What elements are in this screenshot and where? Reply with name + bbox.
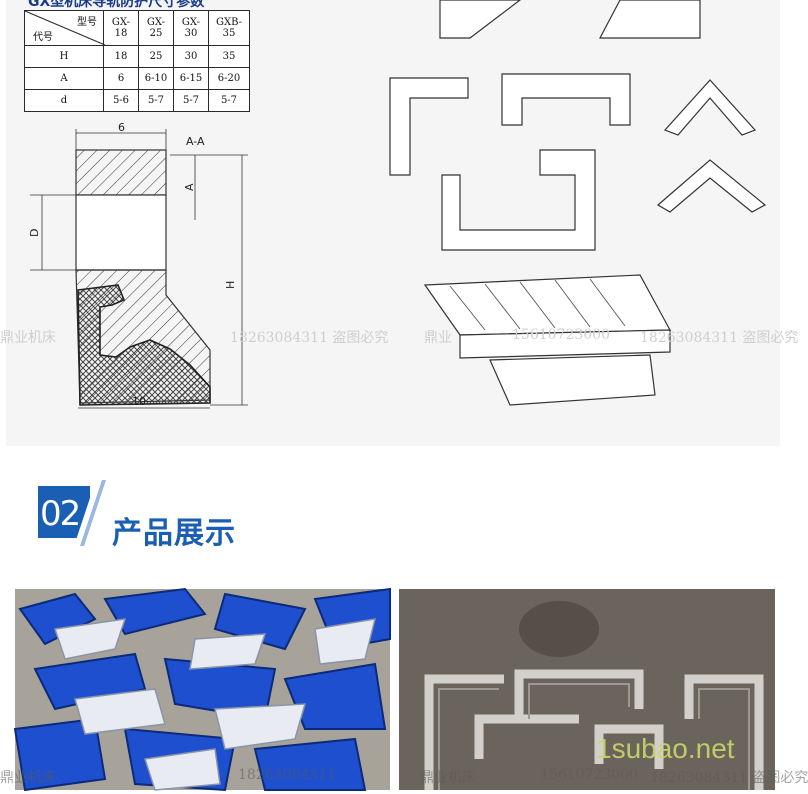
table-cell: 35 bbox=[208, 45, 250, 68]
rubber-wiper bbox=[77, 284, 211, 406]
dim-h-label: H bbox=[224, 281, 237, 289]
table-cell: 5-7 bbox=[138, 89, 174, 112]
table-cell: 18 bbox=[103, 45, 139, 68]
wiper-shape bbox=[663, 79, 757, 136]
table-row: A 6 6-10 6-15 6-20 bbox=[24, 67, 250, 90]
table-cell: 5-7 bbox=[208, 89, 250, 112]
middle-block bbox=[75, 194, 167, 271]
section-number: 02 bbox=[40, 494, 81, 534]
wiper-shape bbox=[439, 0, 521, 39]
dimension-table: 型号 代号 GX-18 GX-25 GX-30 GXB-35 H 18 25 3… bbox=[24, 10, 250, 112]
header-code-label: 代号 bbox=[33, 32, 53, 43]
table-cell: 25 bbox=[138, 45, 174, 68]
row-code: H bbox=[24, 45, 104, 68]
cross-section-drawing: 6 A-A H A D 10 bbox=[28, 121, 248, 409]
table-cell: 6-10 bbox=[138, 67, 174, 90]
wiper-shapes-drawing bbox=[389, 0, 767, 406]
wiper-shape bbox=[501, 73, 631, 126]
table-cell: 6-20 bbox=[208, 67, 250, 90]
table-cell: 6 bbox=[103, 67, 139, 90]
section-label: A-A bbox=[186, 135, 205, 148]
table-cell: 6-15 bbox=[173, 67, 209, 90]
machine-table-front bbox=[459, 329, 671, 359]
table-row: H 18 25 30 35 bbox=[24, 45, 250, 68]
section-title: 产品展示 bbox=[112, 516, 236, 551]
machine-table bbox=[423, 274, 671, 336]
model-header: GX-25 bbox=[138, 10, 174, 46]
dim-top-label: 6 bbox=[118, 121, 125, 134]
photo-illustration bbox=[13, 587, 391, 792]
upper-block bbox=[75, 149, 167, 196]
wiper-shape bbox=[599, 0, 701, 39]
wiper-shape bbox=[656, 159, 767, 213]
row-code: d bbox=[24, 89, 104, 112]
row-code: A bbox=[24, 67, 104, 90]
table-corner-cell: 型号 代号 bbox=[24, 10, 106, 46]
machine-base bbox=[489, 354, 656, 406]
wiper-shape bbox=[389, 77, 469, 176]
table-title: GX型机床导轨防护尺寸参数 bbox=[28, 0, 205, 10]
wiper-shape bbox=[441, 149, 596, 251]
header-model-label: 型号 bbox=[77, 17, 97, 28]
model-header: GX-30 bbox=[173, 10, 209, 46]
table-row: d 5-6 5-7 5-7 5-7 bbox=[24, 89, 250, 112]
dim-a-label: A bbox=[183, 183, 196, 191]
table-cell: 5-6 bbox=[103, 89, 139, 112]
model-header: GX-18 bbox=[103, 10, 139, 46]
corner-diagonal bbox=[24, 10, 106, 46]
dim-d-label: D bbox=[28, 229, 41, 237]
product-photo-blue-wipers bbox=[13, 587, 391, 792]
site-watermark: 1subao.net bbox=[596, 733, 735, 764]
photo-illustration bbox=[399, 589, 775, 790]
model-header: GXB-35 bbox=[208, 10, 250, 46]
product-photo-metal-frames bbox=[399, 589, 775, 790]
badge-slash-decoration bbox=[74, 480, 110, 546]
table-cell: 5-7 bbox=[173, 89, 209, 112]
table-cell: 30 bbox=[173, 45, 209, 68]
dim-bottom-label: 10 bbox=[132, 395, 146, 408]
